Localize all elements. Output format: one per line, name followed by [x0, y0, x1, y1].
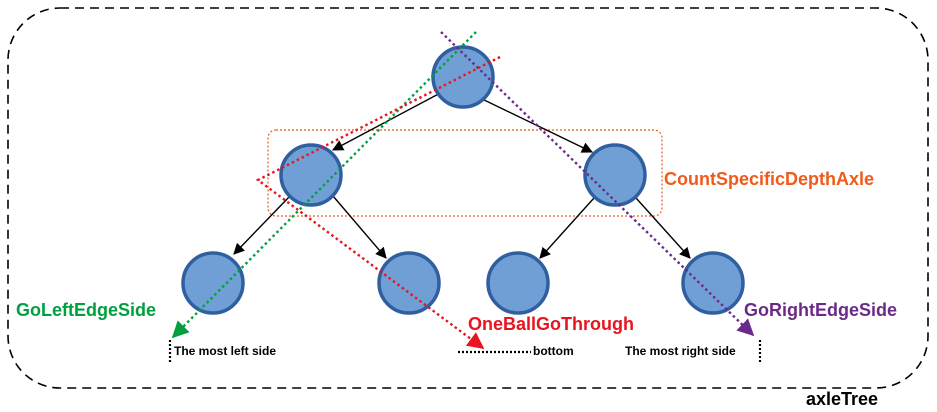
go-right-path [440, 31, 755, 337]
count-depth-box [267, 129, 663, 217]
node-right-right [681, 251, 745, 315]
diagram-title: axleTree [806, 389, 878, 409]
tree-nodes [181, 45, 745, 315]
node-right [583, 143, 647, 207]
one-ball-label: OneBallGoThrough [468, 314, 634, 334]
edge-left-leftleft [233, 195, 291, 255]
one-ball-path [255, 55, 501, 350]
node-right-left [486, 251, 550, 315]
go-right-label: GoRightEdgeSide [744, 300, 897, 320]
bottom-label: bottom [533, 344, 574, 358]
go-left-label: GoLeftEdgeSide [16, 300, 156, 320]
most-left-label: The most left side [174, 344, 276, 358]
count-depth-label: CountSpecificDepthAxle [664, 169, 874, 189]
node-root [431, 45, 495, 109]
most-right-label: The most right side [625, 344, 736, 358]
edge-right-rightright [635, 197, 691, 259]
outer-frame [7, 7, 929, 389]
node-left-right [377, 251, 441, 315]
go-left-path [171, 31, 477, 339]
node-left-left [181, 251, 245, 315]
edge-left-leftright [332, 195, 387, 259]
node-left [279, 143, 343, 207]
edge-right-rightleft [539, 197, 595, 259]
